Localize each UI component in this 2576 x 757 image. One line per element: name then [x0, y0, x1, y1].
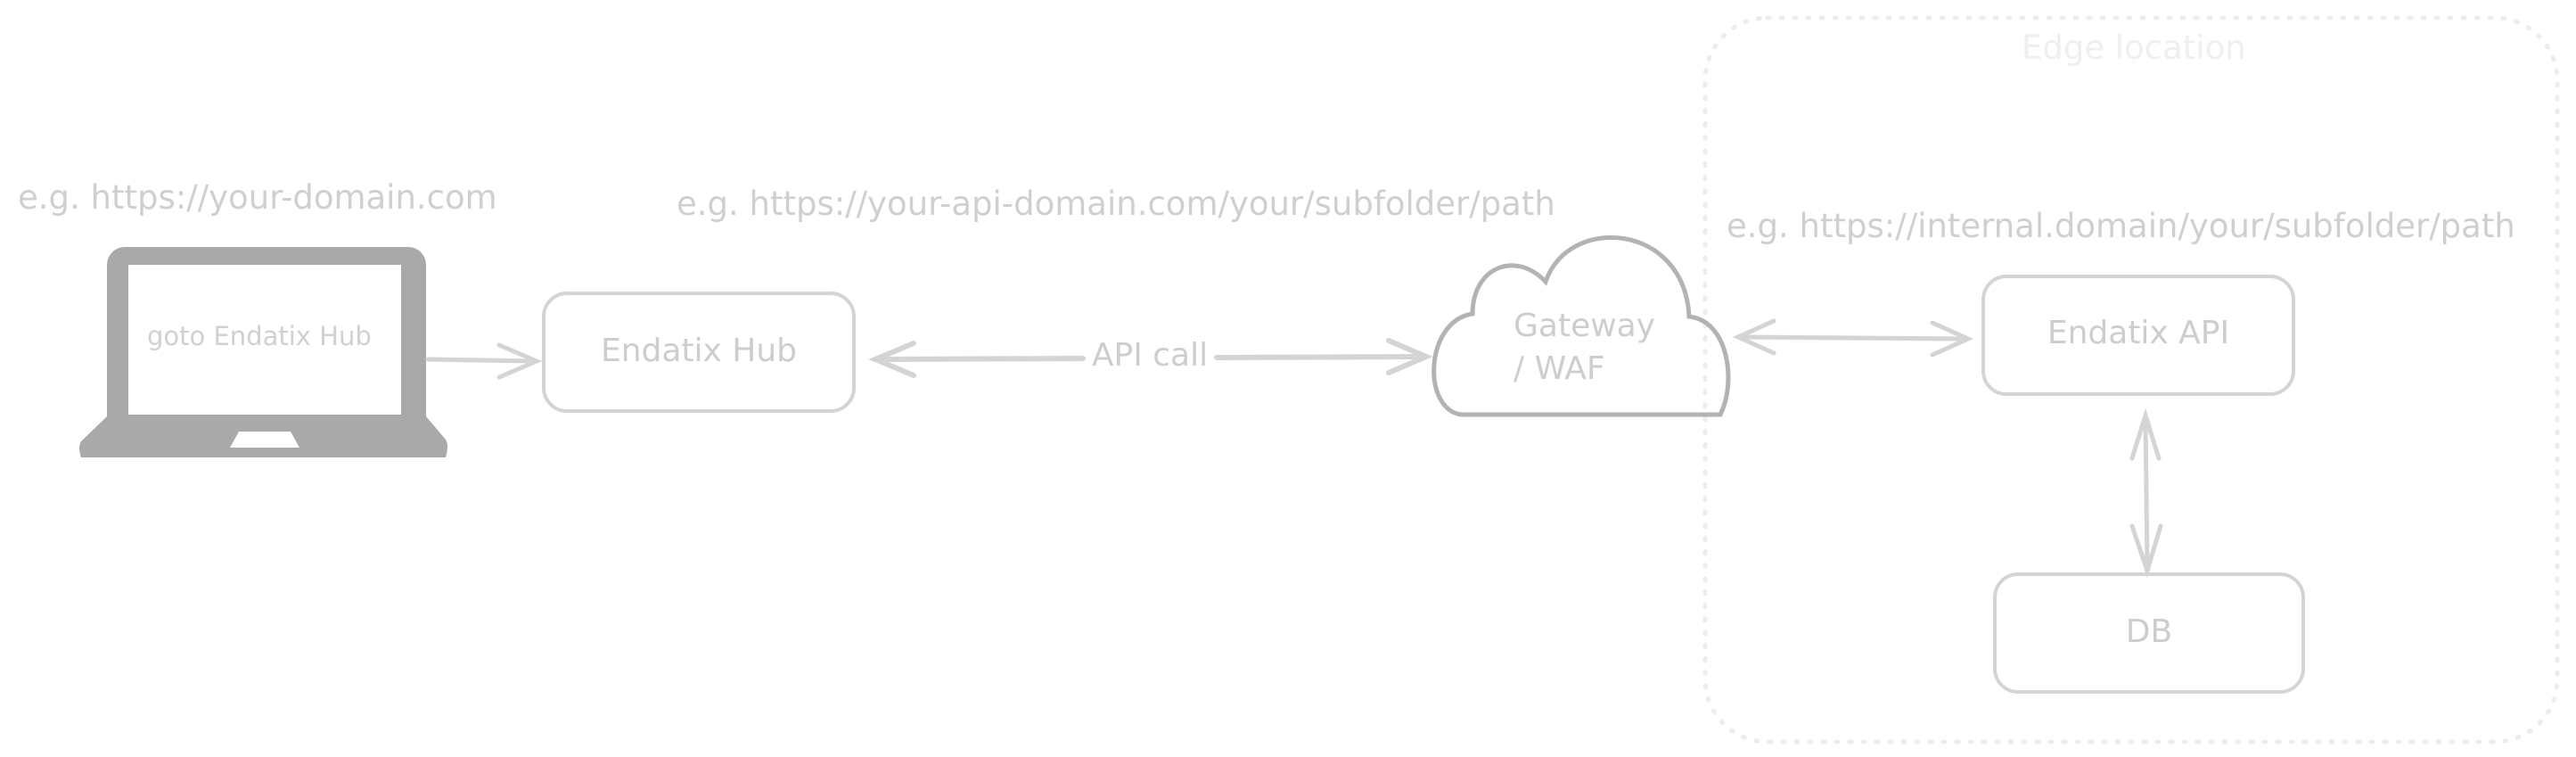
- laptop-icon: [79, 247, 447, 457]
- client-url-label: e.g. https://your-domain.com: [18, 178, 497, 217]
- edge-location-title: Edge location: [2022, 29, 2246, 67]
- arrow-api-to-db: [2129, 407, 2163, 579]
- db-node-label: DB: [2125, 613, 2173, 650]
- arrow-hub-to-gateway: [868, 338, 1433, 378]
- arrow-gateway-to-api: [1732, 318, 1974, 358]
- internal-url-label: e.g. https://internal.domain/your/subfol…: [1727, 207, 2515, 245]
- gateway-label-line1: Gateway: [1514, 308, 1656, 344]
- cloud-icon: [1432, 235, 1731, 417]
- api-box: [1981, 275, 2295, 396]
- db-box: [1993, 572, 2305, 694]
- api-call-label: API call: [1091, 337, 1209, 374]
- arrow-laptop-to-hub: [425, 342, 543, 380]
- hub-label: Endatix Hub: [600, 333, 798, 369]
- laptop-screen-label: goto Endatix Hub: [147, 321, 372, 351]
- edge-location-container: [1702, 15, 2560, 745]
- hub-box: [542, 292, 856, 413]
- api-url-label: e.g. https://your-api-domain.com/your/su…: [677, 185, 1555, 223]
- gateway-label-line2: / WAF: [1514, 350, 1605, 387]
- api-node-label: Endatix API: [2047, 315, 2230, 351]
